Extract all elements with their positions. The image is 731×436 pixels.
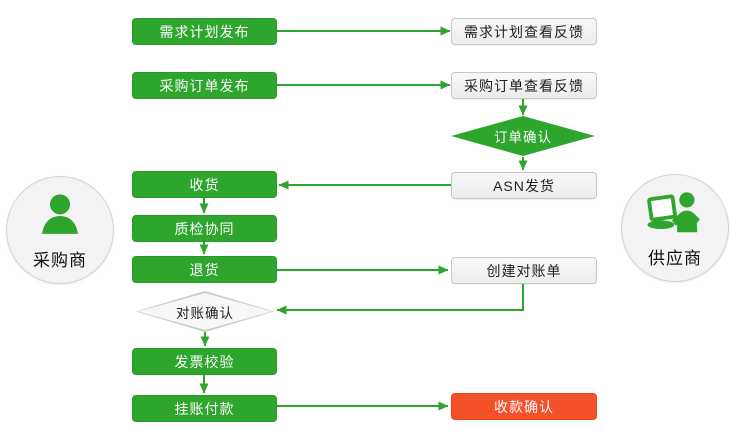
flow-node-return-goods: 退货 bbox=[132, 256, 277, 283]
flow-node-quality-check: 质检协同 bbox=[132, 215, 277, 242]
node-label: 对账确认 bbox=[176, 305, 234, 321]
connector-statement-to-reconcile bbox=[276, 284, 524, 315]
person-at-computer-icon bbox=[647, 192, 700, 233]
person-icon bbox=[42, 194, 78, 234]
flow-node-order-confirm: 订单确认 bbox=[451, 116, 595, 156]
flow-node-reconcile-confirm: 对账确认 bbox=[136, 291, 274, 332]
flow-node-payment: 挂账付款 bbox=[132, 395, 277, 422]
flow-node-po-publish: 采购订单发布 bbox=[132, 72, 277, 99]
flow-node-receive: 收货 bbox=[132, 171, 277, 198]
flow-node-demand-plan-feedback: 需求计划查看反馈 bbox=[451, 18, 597, 45]
flow-node-receipt-confirm: 收款确认 bbox=[451, 393, 597, 420]
flow-node-asn-ship: ASN发货 bbox=[451, 172, 597, 199]
flow-node-invoice-verify: 发票校验 bbox=[132, 348, 277, 375]
node-label: 订单确认 bbox=[494, 130, 552, 145]
flow-node-create-statement: 创建对账单 bbox=[451, 257, 597, 284]
flow-node-po-feedback: 采购订单查看反馈 bbox=[451, 72, 597, 99]
actor-buyer: 采购商 bbox=[6, 176, 114, 284]
actor-label: 供应商 bbox=[648, 249, 702, 268]
actor-supplier: 供应商 bbox=[621, 174, 729, 282]
flow-node-demand-plan-publish: 需求计划发布 bbox=[132, 18, 277, 45]
actor-label: 采购商 bbox=[33, 251, 87, 270]
